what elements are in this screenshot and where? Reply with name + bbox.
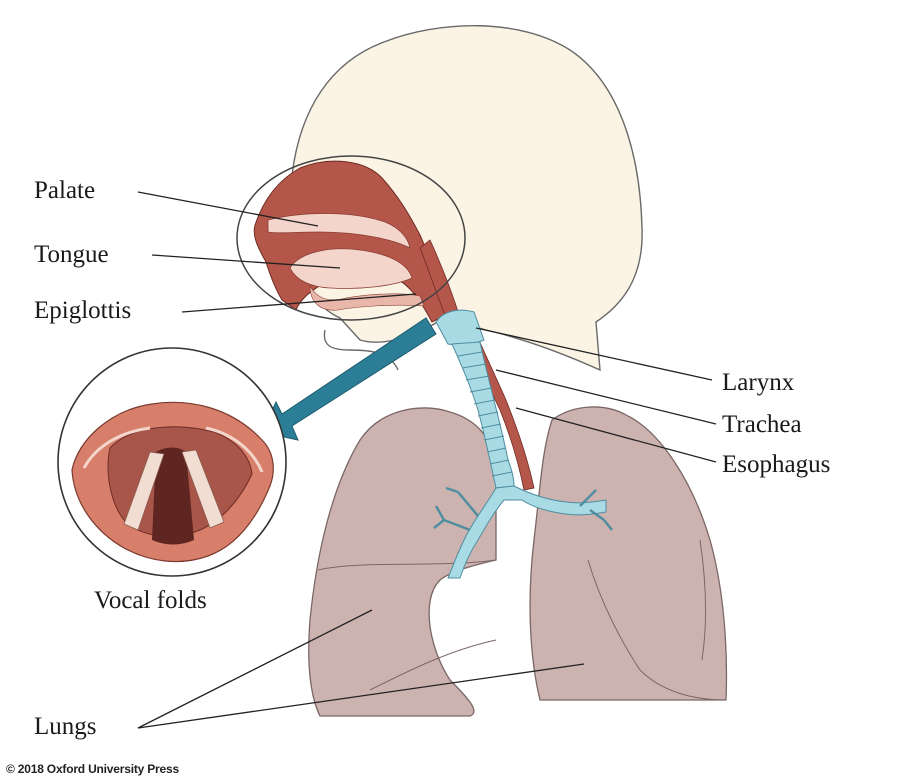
tongue-leader	[151, 254, 341, 269]
bronchi	[447, 485, 607, 579]
palate-leader	[137, 191, 319, 227]
label-epiglottis: Epiglottis	[34, 297, 132, 324]
right-lung	[529, 406, 728, 701]
label-palate: Palate	[34, 177, 96, 204]
label-esophagus: Esophagus	[722, 451, 831, 478]
larynx-leader	[475, 327, 713, 381]
label-lungs: Lungs	[34, 713, 97, 740]
label-trachea: Trachea	[722, 411, 802, 438]
esophagus-leader	[515, 407, 717, 463]
oral-cavity	[253, 160, 461, 323]
vocal-folds-inset	[57, 347, 287, 577]
leader-lines	[137, 191, 717, 729]
label-larynx: Larynx	[722, 369, 795, 396]
copyright-notice: © 2018 Oxford University Press	[6, 762, 179, 776]
lungs-leader-right	[137, 663, 585, 729]
mouth-magnifier-circle	[236, 155, 466, 321]
label-tongue: Tongue	[34, 241, 109, 268]
lungs	[308, 406, 728, 717]
lungs-leader-left	[137, 609, 373, 729]
label-vocal-folds: Vocal folds	[94, 587, 207, 614]
airway	[433, 309, 613, 579]
epiglottis-leader	[181, 293, 417, 313]
left-lung	[308, 407, 497, 717]
trachea-leader	[495, 369, 717, 425]
